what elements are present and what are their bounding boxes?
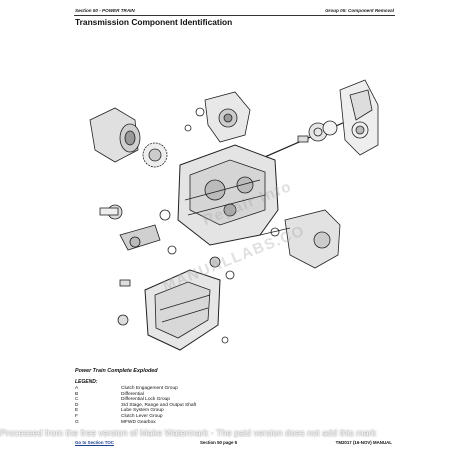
legend-key: D: [75, 402, 79, 408]
legend-row: E Lube System Group: [75, 408, 196, 414]
legend-label: Differential Lock Group: [121, 397, 170, 403]
header-rule: [74, 15, 395, 16]
legend-key: C: [75, 397, 79, 403]
main-housing: [177, 144, 279, 246]
figure-caption: Power Train Complete Exploded: [75, 368, 158, 374]
legend-label: Lube System Group: [121, 408, 164, 414]
header-section: Section 50 - POWER TRAIN: [75, 8, 135, 13]
doc-id: TM2017 (16-NOV) MANUAL: [335, 440, 392, 445]
watermark-banner: Processed from the free version of Make …: [0, 428, 377, 438]
legend-row: A Clutch Engagement Group: [75, 386, 196, 392]
differential-casing: [89, 107, 141, 163]
mfwd-gearbox: [259, 209, 341, 269]
legend-row: C Differential Lock Group: [75, 397, 196, 403]
shaft-gears: [297, 120, 338, 143]
legend-key: E: [75, 408, 79, 414]
legend-key: F: [75, 413, 78, 419]
legend-key: B: [75, 391, 79, 397]
page-title: Transmission Component Identification: [75, 17, 233, 27]
header-group: Group 05: Component Removal: [325, 8, 394, 13]
legend-list: A Clutch Engagement Group B Differential C…: [75, 386, 196, 425]
clutch-engagement-part: [184, 91, 251, 143]
section-toc-link[interactable]: Go to Section TOC: [75, 440, 114, 445]
lever-parts: [117, 256, 235, 344]
rear-housing: [339, 79, 379, 156]
page-number: Section 50 page 5: [200, 440, 238, 445]
clutch-lever-housing: [144, 269, 221, 351]
legend-title: LEGEND:: [75, 379, 98, 385]
legend-label: MFWD Gearbox: [121, 419, 156, 425]
legend-key: A: [75, 386, 79, 391]
legend-row: F Clutch Lever Group: [75, 414, 196, 420]
legend-row: B Differential: [75, 392, 196, 398]
legend-row: D 3rd Stage, Range and Output Shaft: [75, 403, 196, 409]
legend-label: Clutch Engagement Group: [121, 386, 178, 391]
legend-label: Clutch Lever Group: [121, 413, 163, 419]
legend-row: G MFWD Gearbox: [75, 420, 196, 426]
ring-gear: [142, 142, 168, 168]
legend-key: G: [75, 419, 79, 425]
exploded-diagram: [89, 79, 379, 351]
lube-system-parts: [99, 204, 177, 255]
legend-label: Differential: [121, 391, 144, 397]
legend-label: 3rd Stage, Range and Output Shaft: [121, 402, 197, 408]
